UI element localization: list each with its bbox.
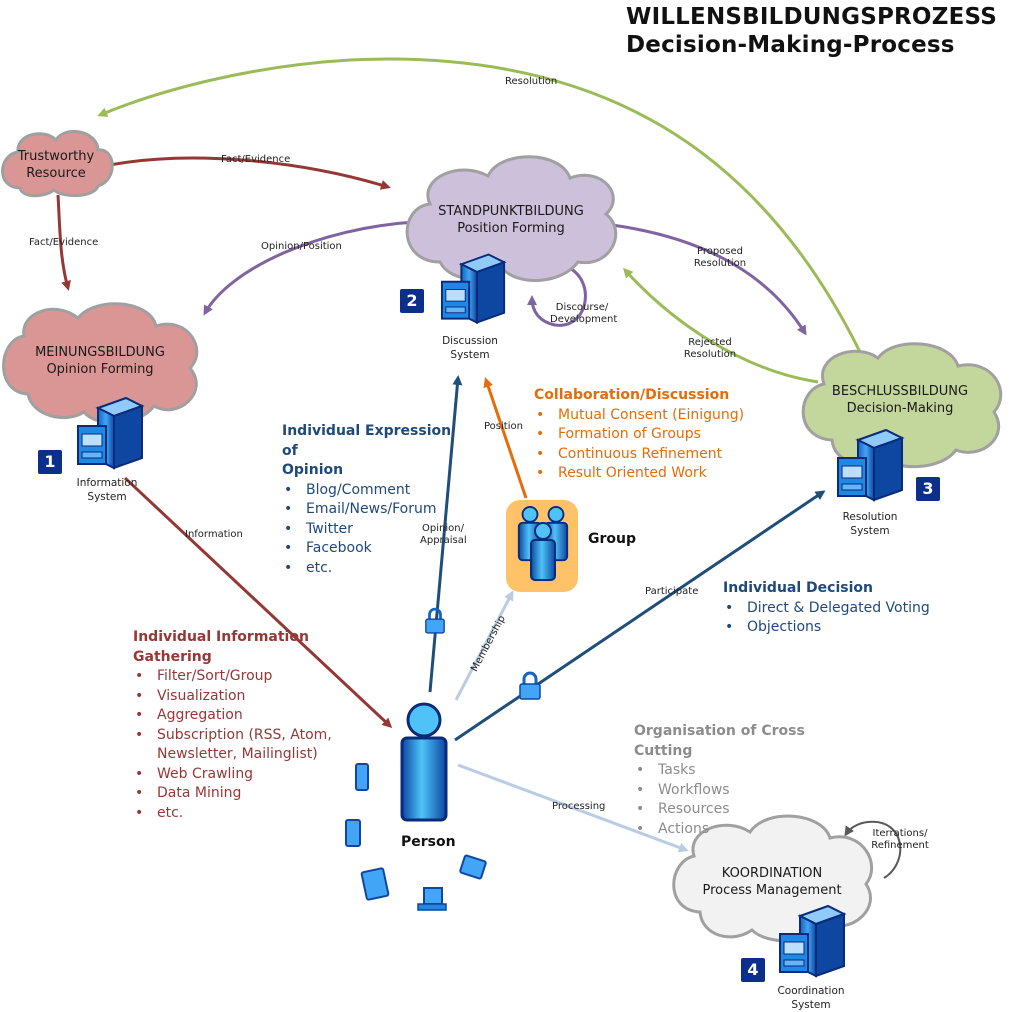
list-item: Filter/Sort/Group [133, 667, 343, 687]
list-item: Continuous Refinement [534, 445, 754, 465]
cloud-opinion-forming [2, 302, 199, 425]
badge-2: 2 [400, 289, 424, 313]
label-resolution: Resolution [505, 76, 558, 87]
list-item: Email/News/Forum [282, 500, 462, 520]
cloud-label-standpunkt: STANDPUNKTBILDUNG Position Forming [438, 204, 584, 236]
label-rejected-resolution: Rejected Resolution [683, 337, 737, 360]
cloud-label-meinung: MEINUNGSBILDUNG Opinion Forming [35, 345, 165, 377]
block-cross-cutting: Organisation of Cross Cutting Tasks Work… [634, 722, 854, 839]
coordination-system-label: Coordination System [777, 985, 845, 1011]
badge-1: 1 [38, 450, 62, 474]
group-label: Group [588, 531, 637, 547]
expression-list: Blog/Comment Email/News/Forum Twitter Fa… [282, 481, 462, 579]
list-item: Formation of Groups [534, 425, 754, 445]
gathering-list: Filter/Sort/Group Visualization Aggregat… [133, 667, 343, 823]
arrow-discourse [527, 263, 587, 327]
arrow-membership [454, 590, 514, 701]
person-icon [400, 702, 448, 822]
pda-icon [345, 819, 361, 847]
list-item: Result Oriented Work [534, 464, 754, 484]
group-icon [506, 500, 578, 592]
resolution-system-label: Resolution System [842, 511, 898, 537]
label-fact-evidence-top: Fact/Evidence [221, 154, 291, 165]
badge-3: 3 [916, 477, 940, 501]
arrow-opinion-position [203, 220, 416, 316]
decision-list: Direct & Delegated Voting Objections [723, 599, 943, 638]
list-item: Web Crawling [133, 765, 343, 785]
block-collaboration: Collaboration/Discussion Mutual Consent … [534, 386, 754, 484]
list-item: Visualization [133, 687, 343, 707]
arrow-rejected-resolution [622, 267, 819, 384]
arrow-position [483, 377, 528, 499]
cloud-label-trustworthy: Trustworthy Resource [17, 149, 95, 181]
list-item: etc. [282, 559, 462, 579]
badge-4: 4 [741, 958, 765, 982]
arrow-participate [454, 490, 826, 742]
cloud-label-koordination: KOORDINATION Process Management [702, 866, 842, 898]
mobile-phone-icon [355, 763, 369, 791]
block-individual-decision: Individual Decision Direct & Delegated V… [723, 579, 943, 638]
list-item: Twitter [282, 520, 462, 540]
cloud-position-forming [405, 155, 618, 282]
list-item: Actions [634, 820, 854, 840]
label-information: Information [185, 529, 243, 540]
arrow-fact-evidence-top [109, 156, 391, 190]
list-item: Mutual Consent (Einigung) [534, 406, 754, 426]
list-item: Data Mining [133, 784, 343, 804]
cloud-label-beschluss: BESCHLUSSBILDUNG Decision-Making [831, 384, 969, 416]
list-item: Facebook [282, 539, 462, 559]
label-position: Position [484, 421, 523, 432]
cloud-trustworthy-resource [1, 129, 114, 198]
padlock-icon [518, 671, 542, 701]
list-item: Aggregation [133, 706, 343, 726]
list-item: Blog/Comment [282, 481, 462, 501]
monitor-icon [459, 854, 487, 880]
label-opinion-position: Opinion/Position [261, 241, 342, 252]
arrow-information [123, 476, 393, 729]
block-individual-expression: Individual Expression of Opinion Blog/Co… [282, 422, 462, 578]
tablet-icon [360, 867, 390, 901]
collaboration-list: Mutual Consent (Einigung) Formation of G… [534, 406, 754, 484]
list-item: Resources [634, 800, 854, 820]
label-discourse-development: Discourse/ Development [550, 302, 618, 325]
crosscutting-list: Tasks Workflows Resources Actions [634, 761, 854, 839]
diagram-subtitle: Decision-Making-Process [626, 32, 955, 58]
list-item-continuation: Newsletter, Mailinglist) [157, 746, 318, 762]
label-participate: Participate [645, 586, 699, 597]
label-fact-evidence-left: Fact/Evidence [29, 237, 99, 248]
discussion-system-label: Discussion System [442, 335, 498, 361]
list-item: Workflows [634, 781, 854, 801]
list-item: Objections [723, 618, 943, 638]
arrow-proposed-resolution [611, 223, 807, 336]
label-processing: Processing [552, 801, 606, 812]
list-item: Subscription (RSS, Atom, [133, 726, 343, 746]
unlocked-padlock-icon [424, 607, 446, 635]
arrow-resolution [97, 57, 862, 353]
list-item: Tasks [634, 761, 854, 781]
diagram-title: WILLENSBILDUNGSPROZESS [626, 4, 997, 30]
list-item: etc. [133, 804, 343, 824]
label-iterations-refinement: Iterrations/ Refinement [871, 828, 929, 851]
laptop-icon [417, 887, 447, 911]
block-information-gathering: Individual Information Gathering Filter/… [133, 628, 343, 823]
information-system-label: Information System [76, 477, 138, 503]
person-label: Person [401, 834, 456, 850]
arrow-fact-evidence-left [56, 194, 71, 291]
label-proposed-resolution: Proposed Resolution [693, 246, 747, 269]
list-item: Direct & Delegated Voting [723, 599, 943, 619]
